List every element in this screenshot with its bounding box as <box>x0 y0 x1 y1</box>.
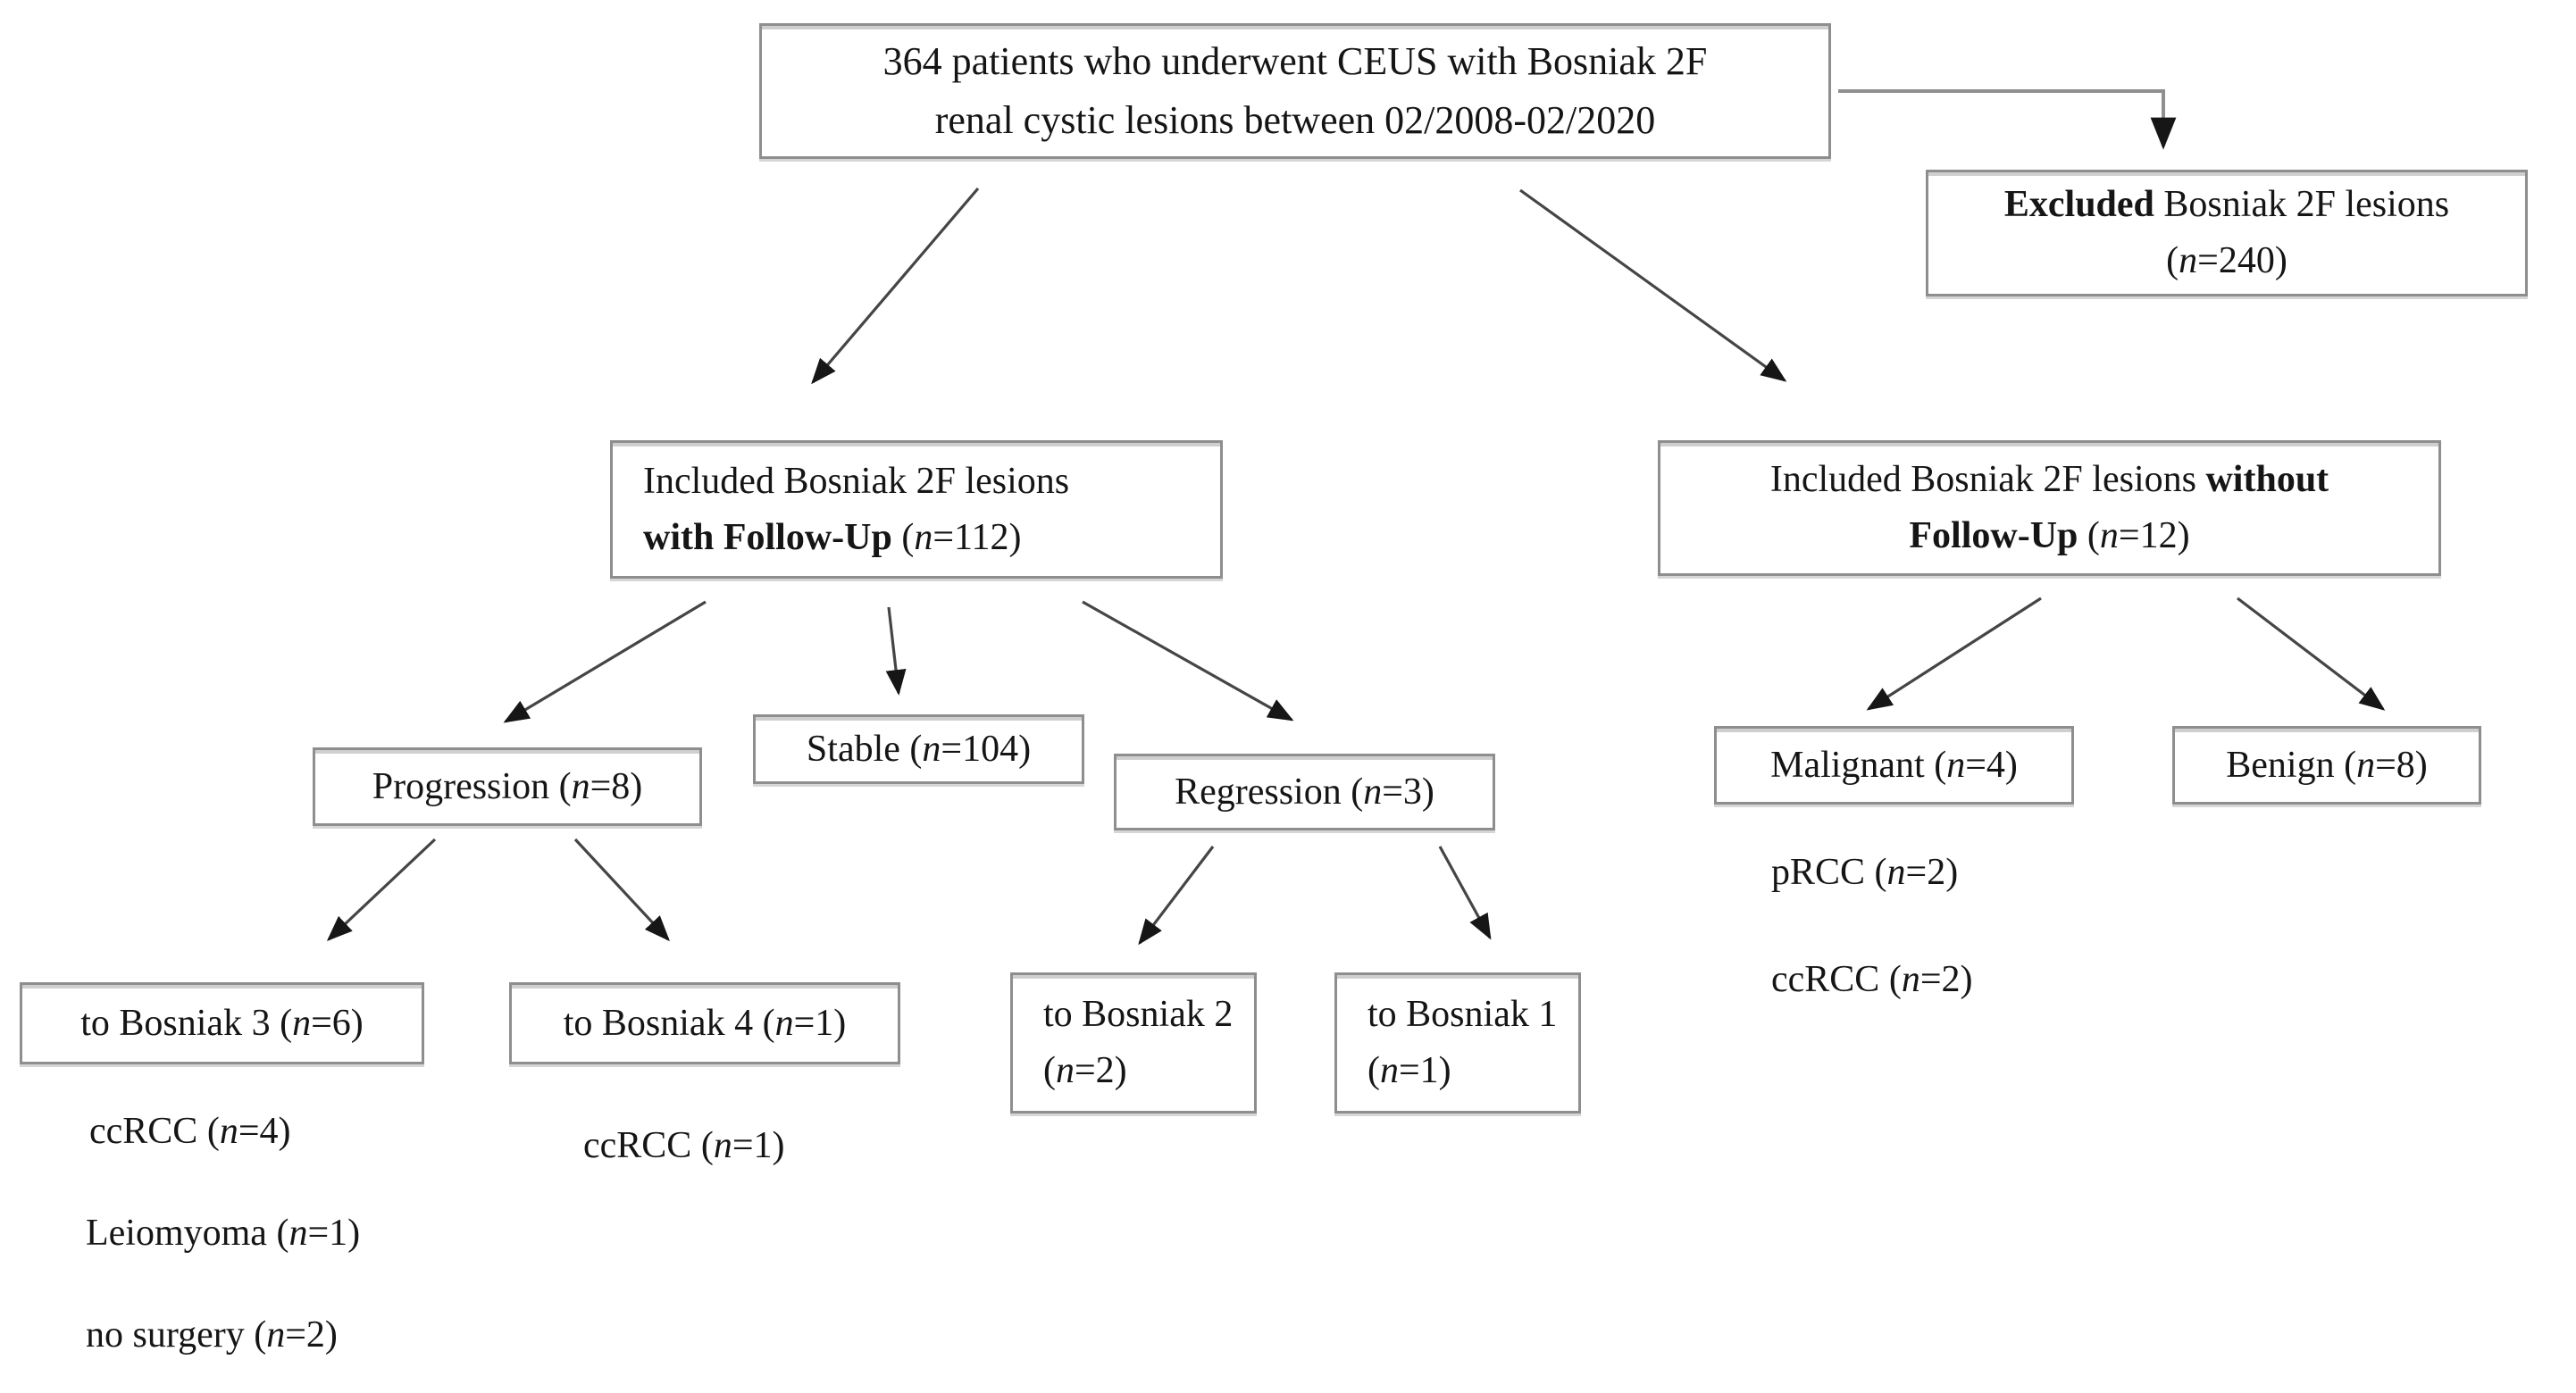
node-malignant: Malignant (n=4) <box>1714 726 2074 805</box>
node-excluded-line1: Excluded Bosniak 2F lesions <box>2003 184 2450 225</box>
annotation-leiomyoma: Leiomyoma (n=1) <box>86 1213 361 1254</box>
node-included-followup: Included Bosniak 2F lesions with Follow-… <box>610 440 1223 579</box>
node-total-line1: 364 patients who underwent CEUS with Bos… <box>882 39 1708 83</box>
node-regression: Regression (n=3) <box>1114 754 1495 830</box>
node-progression: Progression (n=8) <box>313 747 702 826</box>
node-excluded-line2: (n=240) <box>2166 240 2287 281</box>
node-included-no-followup: Included Bosniak 2F lesions without Foll… <box>1658 440 2441 576</box>
annotation-prcc: pRCC (n=2) <box>1771 852 1959 893</box>
node-included-no-followup-line1: Included Bosniak 2F lesions without <box>1769 459 2329 500</box>
node-to-bosniak-1-line2: (n=1) <box>1367 1050 1451 1091</box>
arrow-total-to-included-followup <box>811 187 980 385</box>
node-to-bosniak-1: to Bosniak 1 (n=1) <box>1334 972 1581 1114</box>
annotation-ccrcc-no-followup: ccRCC (n=2) <box>1771 959 1973 1000</box>
node-to-bosniak-3-label: to Bosniak 3 (n=6) <box>80 1002 364 1044</box>
node-to-bosniak-2: to Bosniak 2 (n=2) <box>1010 972 1257 1114</box>
node-to-bosniak-1-line1: to Bosniak 1 <box>1367 994 1558 1035</box>
annotation-no-surgery: no surgery (n=2) <box>86 1314 338 1355</box>
arrow-followup-to-progression <box>503 600 707 723</box>
node-excluded: Excluded Bosniak 2F lesions (n=240) <box>1926 170 2528 296</box>
node-benign: Benign (n=8) <box>2172 726 2481 805</box>
node-to-bosniak-2-line2: (n=2) <box>1043 1050 1127 1091</box>
arrow-progression-to-bosniak3 <box>326 838 437 941</box>
arrow-total-to-excluded <box>1838 89 2177 150</box>
node-malignant-label: Malignant (n=4) <box>1770 744 2018 786</box>
arrow-no-followup-to-malignant <box>1866 596 2042 711</box>
node-stable: Stable (n=104) <box>753 714 1084 784</box>
arrow-progression-to-bosniak4 <box>573 838 670 942</box>
node-total-patients: 364 patients who underwent CEUS with Bos… <box>759 23 1831 159</box>
annotation-ccrcc-bosniak3: ccRCC (n=4) <box>89 1111 291 1152</box>
arrow-followup-to-stable <box>885 606 907 696</box>
arrow-no-followup-to-benign <box>2237 596 2386 711</box>
node-included-followup-line1: Included Bosniak 2F lesions <box>643 460 1070 502</box>
node-included-no-followup-line2: Follow-Up (n=12) <box>1909 515 2190 556</box>
annotation-ccrcc-bosniak4: ccRCC (n=1) <box>583 1125 785 1166</box>
node-to-bosniak-4-label: to Bosniak 4 (n=1) <box>563 1002 847 1044</box>
node-benign-label: Benign (n=8) <box>2226 744 2428 786</box>
arrow-regression-to-bosniak1 <box>1438 846 1492 940</box>
node-progression-label: Progression (n=8) <box>372 765 643 807</box>
node-regression-label: Regression (n=3) <box>1175 771 1434 813</box>
node-stable-label: Stable (n=104) <box>806 728 1032 770</box>
node-to-bosniak-4: to Bosniak 4 (n=1) <box>509 982 900 1064</box>
arrow-regression-to-bosniak2 <box>1138 846 1215 946</box>
node-to-bosniak-3: to Bosniak 3 (n=6) <box>20 982 424 1064</box>
arrow-total-to-included-no-followup <box>1519 188 1787 382</box>
node-included-followup-line2: with Follow-Up (n=112) <box>643 516 1022 558</box>
arrow-followup-to-regression <box>1082 600 1294 722</box>
node-to-bosniak-2-line1: to Bosniak 2 <box>1043 994 1234 1035</box>
node-total-line2: renal cystic lesions between 02/2008-02/… <box>934 98 1656 142</box>
